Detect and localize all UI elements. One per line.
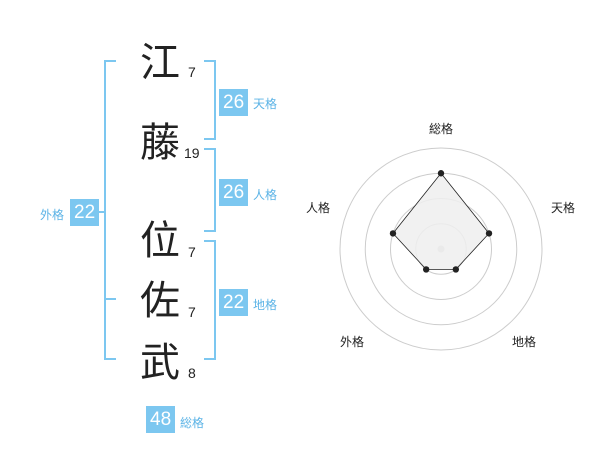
jinkaku-bracket bbox=[204, 148, 216, 232]
radar-axis-labels: 総格 天格 地格 外格 人格 bbox=[306, 121, 575, 349]
soukaku-label: 総格 bbox=[180, 416, 205, 430]
radar-point-5 bbox=[389, 230, 397, 237]
stroke-count-3: 7 bbox=[188, 244, 196, 260]
gaikaku-bracket-tick bbox=[96, 211, 106, 213]
name-char-1: 江 bbox=[140, 40, 180, 86]
radar-label-tenkaku: 天格 bbox=[551, 200, 575, 215]
surname-given-divider-tick bbox=[106, 298, 116, 300]
name-char-5: 武 bbox=[140, 340, 180, 386]
radar-label-soukaku: 総格 bbox=[429, 121, 453, 136]
radar-point-4 bbox=[422, 266, 430, 273]
radar-label-chikaku: 地格 bbox=[512, 334, 536, 349]
jinkaku-label: 人格 bbox=[253, 188, 278, 202]
jinkaku-value-badge: 26 bbox=[219, 179, 249, 206]
chikaku-bracket bbox=[204, 240, 216, 360]
chikaku-value-badge: 22 bbox=[219, 289, 249, 316]
radar-label-gaikaku: 外格 bbox=[340, 334, 364, 349]
stroke-count-5: 8 bbox=[188, 365, 196, 381]
radar-point-1 bbox=[437, 170, 445, 177]
chikaku-label: 地格 bbox=[253, 298, 278, 312]
radar-point-3 bbox=[452, 266, 460, 273]
gaikaku-bracket bbox=[104, 60, 116, 360]
stroke-count-4: 7 bbox=[188, 304, 196, 320]
radar-ring-4 bbox=[339, 147, 543, 351]
radar-value-polygon bbox=[392, 172, 490, 270]
name-char-3: 位 bbox=[140, 218, 180, 264]
radar-label-jinkaku: 人格 bbox=[306, 200, 330, 215]
gaikaku-value-badge: 22 bbox=[70, 199, 100, 226]
name-char-2: 藤 bbox=[140, 120, 180, 166]
tenkaku-bracket bbox=[204, 60, 216, 140]
gaikaku-label: 外格 bbox=[40, 208, 65, 222]
name-char-4: 佐 bbox=[140, 278, 180, 324]
radar-shape bbox=[389, 170, 493, 273]
radar-point-2 bbox=[485, 230, 493, 237]
stroke-count-2: 19 bbox=[184, 145, 200, 161]
tenkaku-value-badge: 26 bbox=[219, 89, 249, 116]
soukaku-value-badge: 48 bbox=[146, 406, 176, 433]
tenkaku-label: 天格 bbox=[253, 97, 278, 111]
stroke-count-1: 7 bbox=[188, 64, 196, 80]
